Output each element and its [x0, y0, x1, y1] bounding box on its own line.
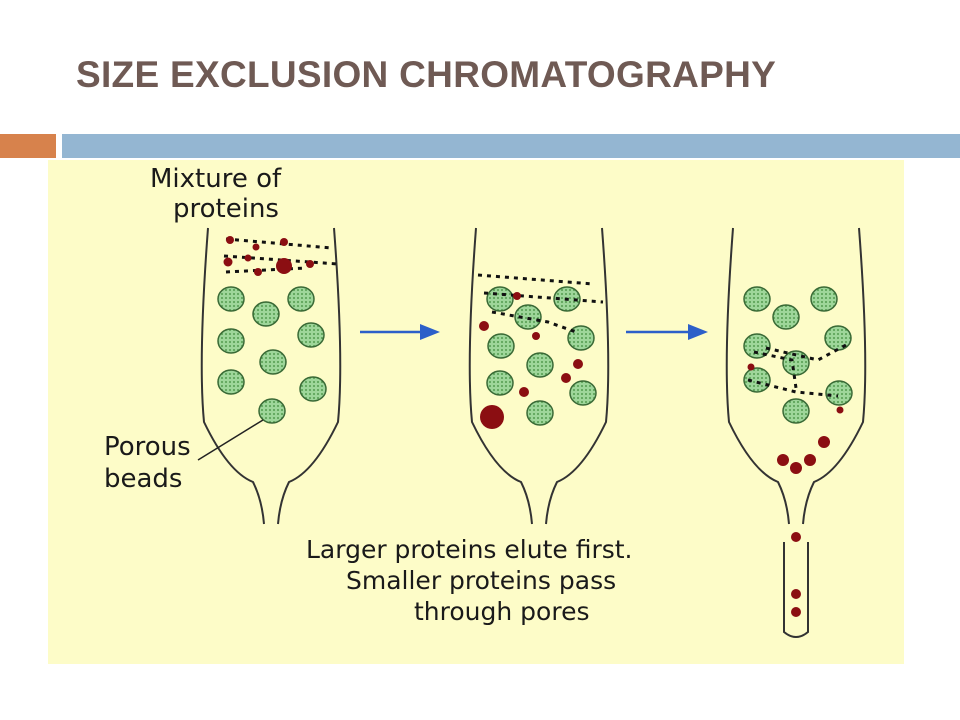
collection-tube: [783, 542, 809, 638]
label-mixture-line2: proteins: [173, 194, 279, 224]
title-rule-bar: [62, 134, 960, 158]
slide-title: SIZE EXCLUSION CHROMATOGRAPHY: [76, 54, 777, 95]
label-beads-line1: Porous: [104, 432, 191, 462]
column-1: [200, 227, 342, 525]
title-rule-accent: [0, 134, 56, 158]
caption-line1: Larger proteins elute first.: [306, 535, 633, 564]
porous-beads-column-3: [743, 286, 853, 424]
column-3: [725, 227, 867, 525]
label-beads-line2: beads: [104, 464, 182, 494]
porous-beads-column-1: [217, 286, 327, 424]
caption-line3: through pores: [414, 597, 589, 626]
chromatography-diagram: Mixture of proteins Porous beads Larger …: [48, 160, 904, 664]
caption-line2: Smaller proteins pass: [346, 566, 616, 595]
label-mixture-line1: Mixture of: [150, 164, 282, 194]
column-2: [468, 227, 610, 525]
porous-beads-column-2: [486, 286, 597, 426]
proteins: [223, 236, 844, 617]
beads-pointer-line: [197, 419, 264, 461]
arrow-right-icon: [626, 324, 708, 340]
arrow-right-icon: [360, 324, 440, 340]
diagram-panel: [48, 160, 904, 664]
